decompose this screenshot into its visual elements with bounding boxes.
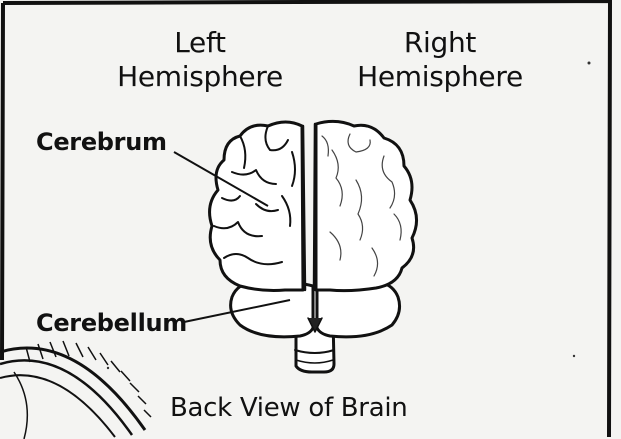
left-heading-line2: Hemisphere <box>100 60 300 94</box>
left-hemisphere <box>210 122 303 291</box>
partial-illustration-arc <box>0 341 151 439</box>
left-heading-line1: Left <box>100 26 300 60</box>
right-heading-line1: Right <box>340 26 540 60</box>
right-heading-line2: Hemisphere <box>340 60 540 94</box>
cerebrum-label: Cerebrum <box>36 128 167 156</box>
diagram-caption: Back View of Brain <box>170 393 407 423</box>
left-hemisphere-heading: Left Hemisphere <box>100 26 300 94</box>
brain-illustration <box>210 121 417 372</box>
right-hemisphere-heading: Right Hemisphere <box>340 26 540 94</box>
cerebellum-label: Cerebellum <box>36 309 187 337</box>
right-hemisphere <box>316 121 417 290</box>
